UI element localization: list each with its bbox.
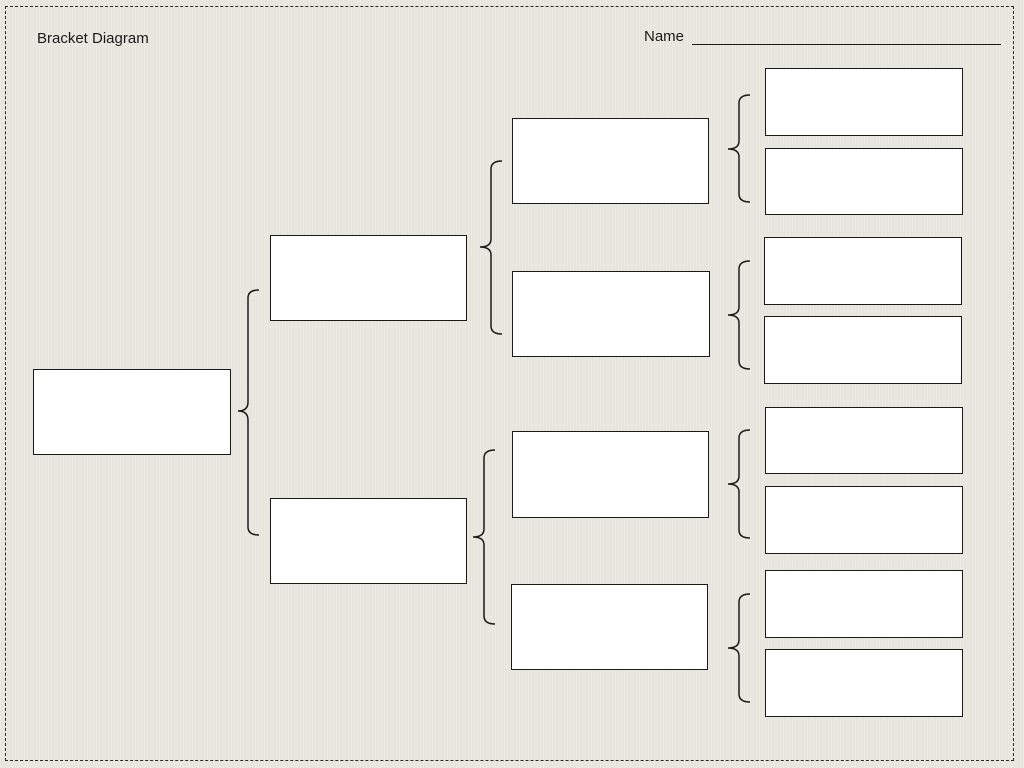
bracket-box-r4-3[interactable] xyxy=(764,237,962,305)
bracket-box-r2-1[interactable] xyxy=(270,235,467,321)
bracket-box-r4-7[interactable] xyxy=(765,570,963,638)
bracket-box-r3-3[interactable] xyxy=(512,431,709,518)
page-border xyxy=(5,6,1014,761)
bracket-box-r4-8[interactable] xyxy=(765,649,963,717)
bracket-box-r4-2[interactable] xyxy=(765,148,963,215)
bracket-box-r3-4[interactable] xyxy=(511,584,708,670)
name-label: Name xyxy=(644,28,685,45)
bracket-box-r4-1[interactable] xyxy=(765,68,963,136)
bracket-box-r4-5[interactable] xyxy=(765,407,963,474)
bracket-box-r3-1[interactable] xyxy=(512,118,709,204)
bracket-box-r4-6[interactable] xyxy=(765,486,963,554)
page-title: Bracket Diagram xyxy=(37,30,149,47)
bracket-box-r2-2[interactable] xyxy=(270,498,467,584)
bracket-box-r4-4[interactable] xyxy=(764,316,962,384)
bracket-box-r1-1[interactable] xyxy=(33,369,231,455)
bracket-box-r3-2[interactable] xyxy=(512,271,710,357)
name-input-line[interactable] xyxy=(692,44,1001,45)
